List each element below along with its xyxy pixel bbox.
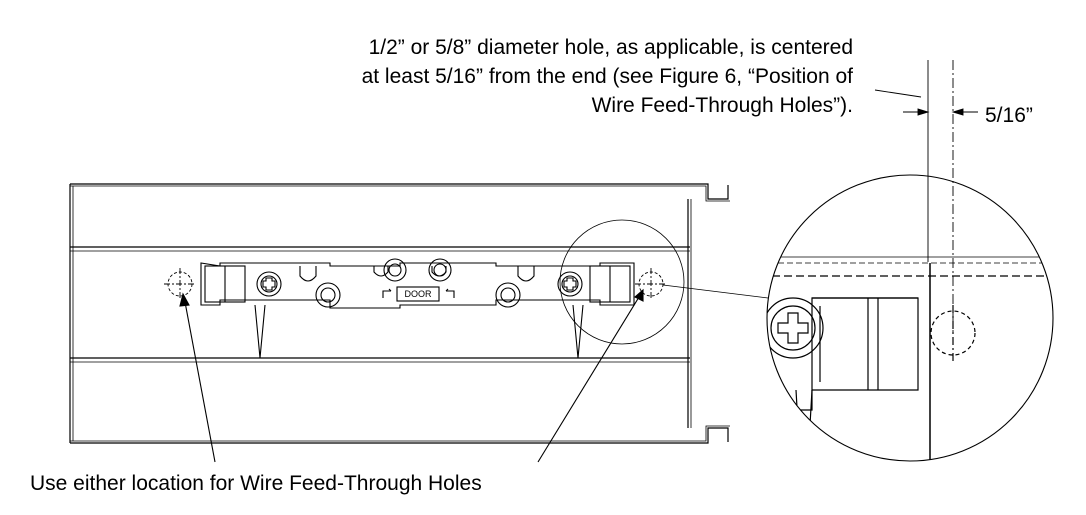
phillips-screw-icon [256,271,282,297]
door-swing-left-icon [382,288,392,298]
dimension-label: 5/16” [985,104,1033,127]
door-swing-right-icon [445,288,455,298]
enlarged-detail [766,174,1054,462]
feed-through-hole-right [635,268,667,300]
frame-profile [69,183,730,444]
hole-note-line-2: at least 5/16” from the end (see Figure … [361,65,853,88]
hole-note-line-3: Wire Feed-Through Holes”). [591,94,853,117]
location-leaders [179,288,644,463]
phillips-screw-icon [557,271,583,297]
door-strike-assembly [200,258,635,359]
strike-door-label: DOOR [404,289,432,299]
dimension-5-16 [874,60,978,332]
hole-note-line-1: 1/2” or 5/8” diameter hole, as applicabl… [368,36,853,59]
detail-reference-circle [559,219,685,345]
feed-through-hole-left [164,268,196,300]
location-note: Use either location for Wire Feed-Throug… [30,472,482,495]
detail-leader [662,284,769,299]
